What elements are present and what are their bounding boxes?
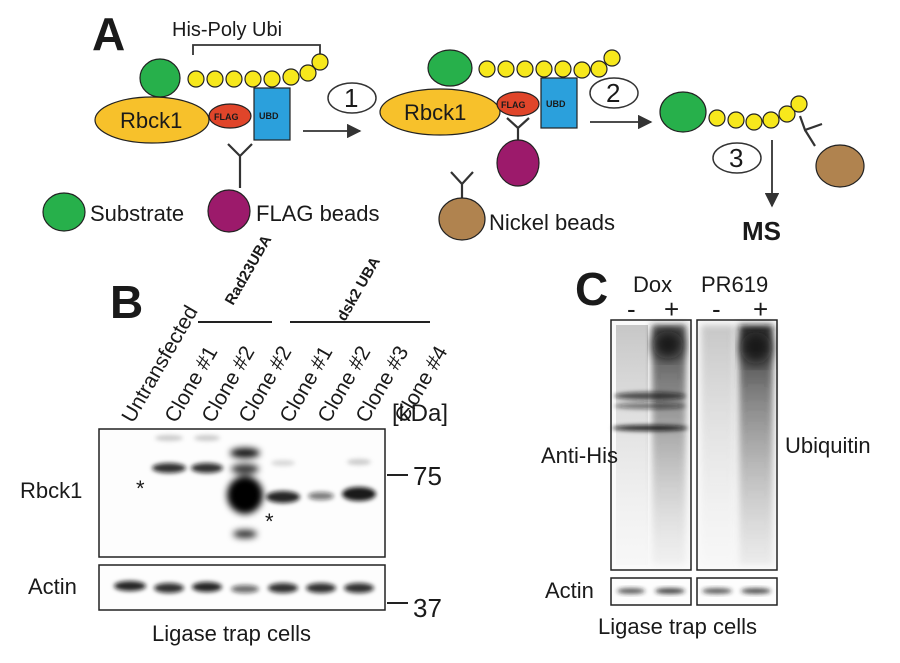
ubd-label: UBD: [546, 99, 566, 109]
substrate-legend-label: Substrate: [90, 201, 184, 226]
rbck1-shape: [94, 96, 210, 144]
step-1-number: 1: [344, 83, 358, 113]
panel-c-letter: C: [575, 263, 608, 315]
group-label-rad23: Rad23UBA: [222, 232, 276, 308]
flag-tag: [496, 91, 540, 117]
sign-minus-dox: -: [627, 294, 636, 324]
ubiquitin-icon: [535, 60, 553, 78]
his-poly-ubi-bracket: [192, 44, 321, 55]
ubd-domain: [253, 87, 291, 141]
ubiquitin-icon: [778, 105, 796, 123]
complex-1: His-Poly Ubi Rbck1 FLAG UBD: [94, 19, 329, 188]
kda-label: [kDa]: [392, 400, 448, 427]
ubiquitin-icon: [554, 60, 572, 78]
ubiquitin-label: Ubiquitin: [785, 433, 871, 458]
ubiquitin-icon: [299, 64, 317, 82]
rbck1-label: Rbck1: [120, 108, 182, 133]
ubiquitin-icon: [790, 95, 808, 113]
antibody-icon: [227, 143, 253, 188]
panel-c-footer: Ligase trap cells: [598, 614, 757, 639]
his-poly-ubi-label: His-Poly Ubi: [172, 19, 282, 41]
nickel-bead-icon: [815, 144, 865, 188]
ubiquitin-icon: [244, 70, 262, 88]
ubiquitin-icon: [187, 70, 205, 88]
sign-plus-dox: +: [664, 294, 679, 324]
ubiquitin-chain-1: [187, 53, 329, 88]
ubiquitin-icon: [311, 53, 329, 71]
ubiquitin-chain-2: [478, 49, 621, 79]
treatment-dox: Dox: [633, 272, 672, 297]
flag-label: FLAG: [214, 112, 239, 122]
ubiquitin-chain-3: [708, 95, 808, 131]
complex-3: [659, 91, 865, 188]
substrate-legend-icon: [42, 192, 86, 232]
antibody-icon: [450, 171, 474, 201]
rbck1-blot: [98, 428, 386, 558]
panel-a-letter: A: [92, 8, 125, 60]
marker-37-label: 37: [413, 593, 442, 623]
marker-75-label: 75: [413, 461, 442, 491]
sign-minus-pr619: -: [712, 294, 721, 324]
step-3-number: 3: [729, 143, 743, 173]
ubiquitin-icon: [745, 113, 763, 131]
complex-2: Rbck1 FLAG UBD: [379, 49, 621, 187]
step-2-oval: [589, 77, 639, 109]
step-3-oval: [712, 142, 762, 174]
flag-beads-legend-label: FLAG beads: [256, 201, 380, 226]
rbck1-label: Rbck1: [404, 100, 466, 125]
asterisk-2: *: [265, 509, 274, 534]
ms-label: MS: [742, 216, 781, 246]
legend: Substrate FLAG beads Nickel beads: [42, 171, 615, 241]
ubiquitin-icon: [263, 70, 281, 88]
rbck1-shape: [379, 88, 501, 136]
panel-b-footer: Ligase trap cells: [152, 621, 311, 646]
ubiquitin-icon: [497, 60, 515, 78]
ubd-label: UBD: [259, 111, 279, 121]
ubiquitin-icon: [762, 111, 780, 129]
rbck1-row-label: Rbck1: [20, 478, 82, 503]
actin-blot-c: [610, 577, 778, 606]
flag-label: FLAG: [501, 100, 526, 110]
sign-plus-pr619: +: [753, 294, 768, 324]
asterisk-1: *: [136, 476, 145, 501]
ubiquitin-blot: [696, 319, 778, 571]
ubiquitin-icon: [708, 109, 726, 127]
substrate-icon: [139, 58, 181, 98]
substrate-icon: [427, 49, 473, 87]
actin-row-label-b: Actin: [28, 574, 77, 599]
ubiquitin-icon: [603, 49, 621, 67]
ubiquitin-icon: [282, 68, 300, 86]
treatment-pr619: PR619: [701, 272, 768, 297]
substrate-icon: [659, 91, 707, 133]
anti-his-label: Anti-His: [541, 443, 618, 468]
ubiquitin-icon: [590, 60, 608, 78]
actin-row-label-c: Actin: [545, 578, 594, 603]
flag-bead-icon: [496, 139, 540, 187]
step-1-oval: [327, 82, 377, 114]
flag-tag: [208, 103, 252, 129]
ubiquitin-icon: [573, 61, 591, 79]
group-header-rad23: Rad23UBA: [198, 232, 276, 323]
actin-blot-b: [98, 564, 386, 611]
ubiquitin-icon: [478, 60, 496, 78]
anti-his-blot: [610, 319, 692, 571]
step-2-number: 2: [606, 78, 620, 108]
ubiquitin-icon: [727, 111, 745, 129]
ubiquitin-icon: [516, 60, 534, 78]
group-header-dsk2: dsk2 UBA: [290, 254, 430, 324]
panel-b-letter: B: [110, 276, 143, 328]
ubd-domain: [540, 77, 578, 129]
nickel-bead-legend-icon: [438, 197, 486, 241]
antibody-icon: [798, 115, 823, 147]
flag-bead-legend-icon: [207, 189, 251, 233]
group-label-dsk2: dsk2 UBA: [334, 254, 384, 324]
nickel-beads-legend-label: Nickel beads: [489, 210, 615, 235]
ubiquitin-icon: [206, 70, 224, 88]
antibody-icon: [506, 117, 530, 143]
ubiquitin-icon: [225, 70, 243, 88]
